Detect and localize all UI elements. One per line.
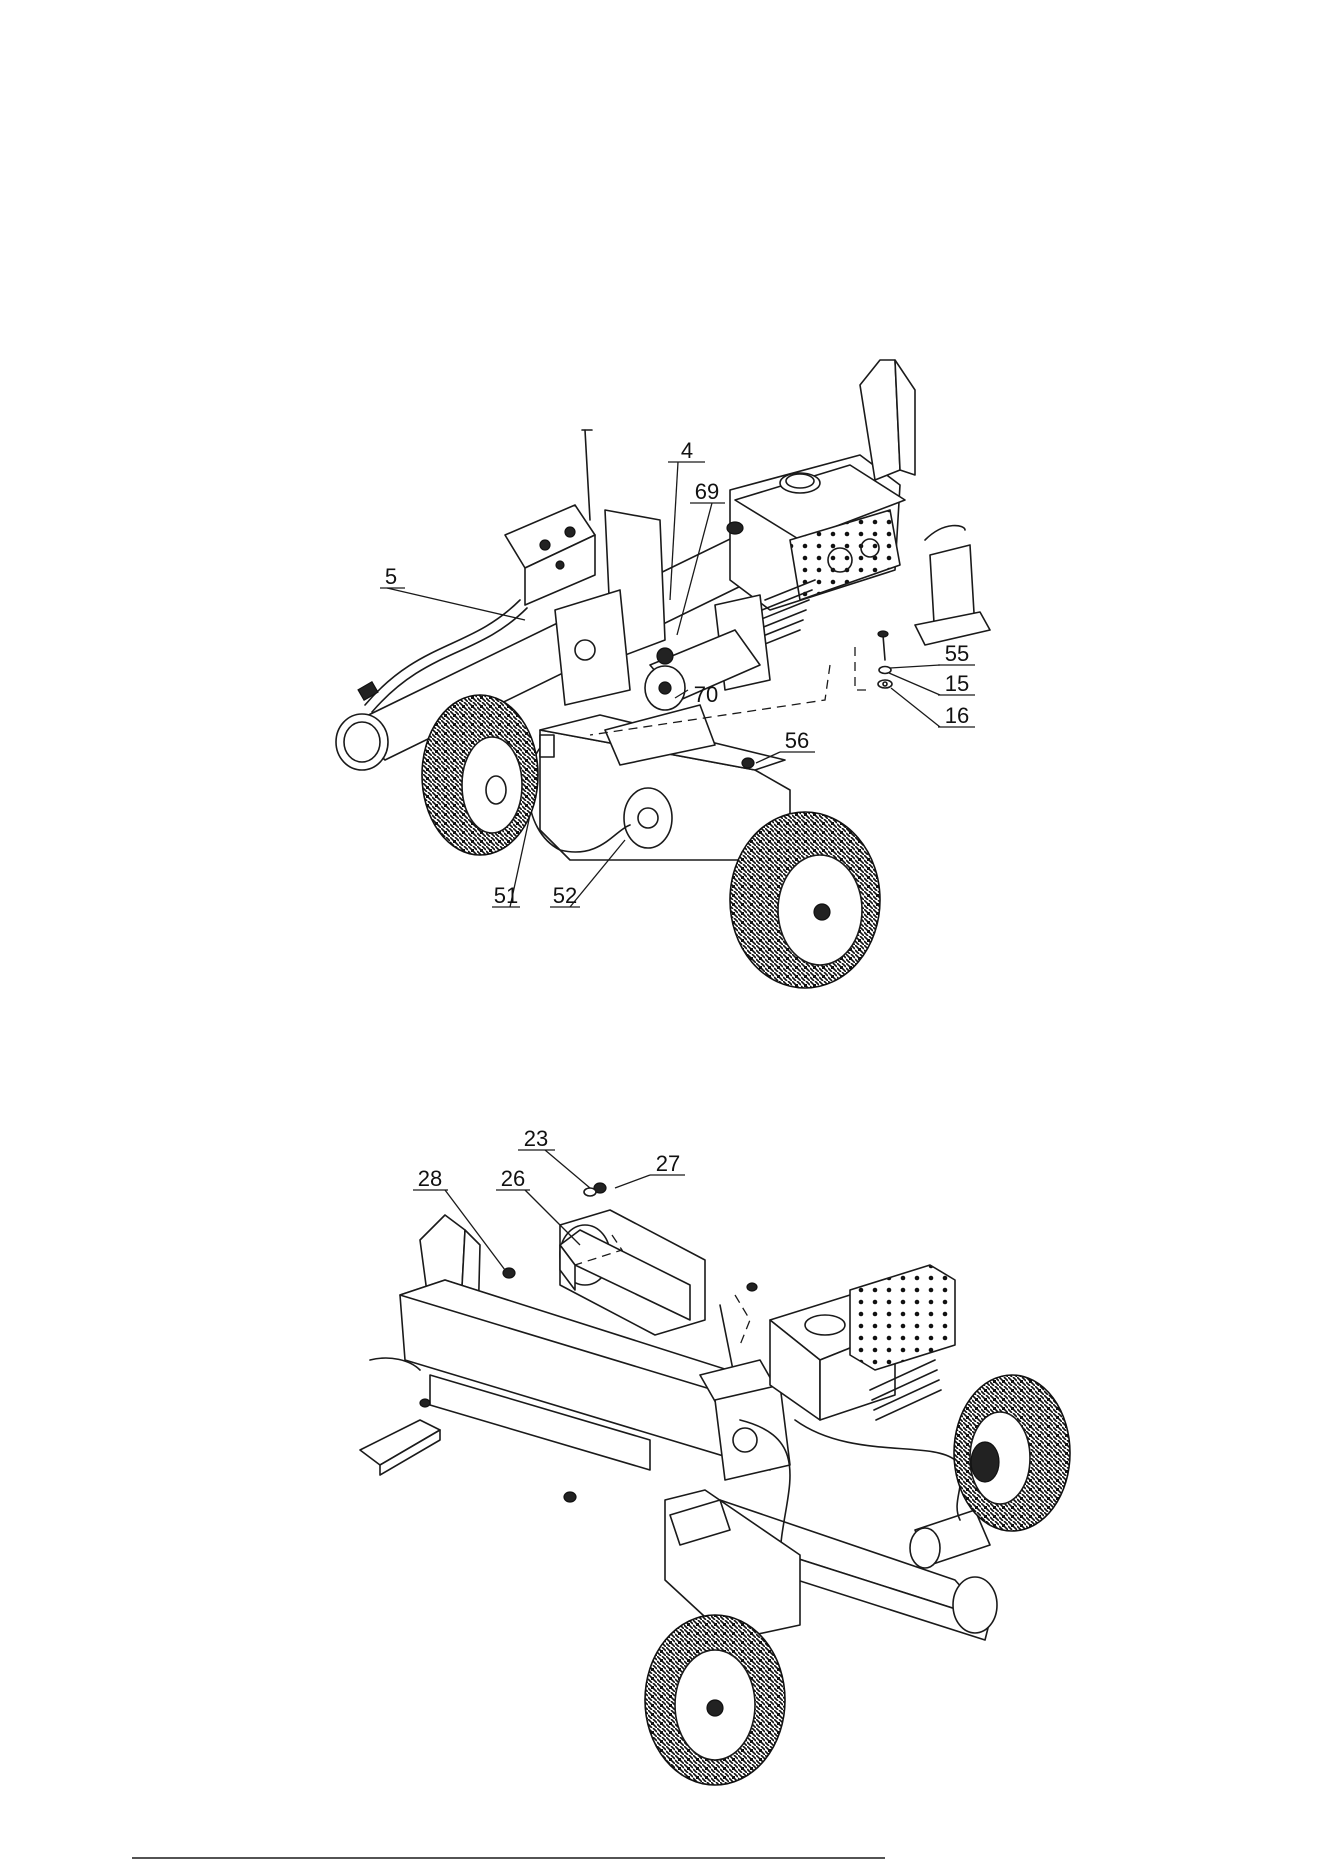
leader-23 <box>545 1150 590 1188</box>
bolt-lower <box>564 1492 576 1502</box>
hose-rear <box>795 1420 961 1520</box>
control-valve <box>505 430 595 605</box>
engine-bottom <box>770 1265 955 1420</box>
callout-4: 4 <box>681 438 693 463</box>
callout-5: 5 <box>385 564 397 589</box>
bolt-set-55-15-16 <box>878 631 892 688</box>
callout-69: 69 <box>695 479 719 504</box>
callout-26: 26 <box>501 1166 525 1191</box>
assembly-dashed-bolts <box>855 647 870 690</box>
leader-26 <box>525 1190 580 1245</box>
callout-56: 56 <box>785 728 809 753</box>
log-splitter-bottom-view: 23 27 28 26 <box>360 1126 1070 1785</box>
wheel-left <box>422 695 538 855</box>
bolt-left <box>420 1399 430 1407</box>
wheel-right <box>730 812 880 988</box>
foot-handle <box>360 1358 440 1475</box>
leader-55 <box>890 665 940 668</box>
wheel-front <box>645 1615 785 1785</box>
callout-55: 55 <box>945 641 969 666</box>
hose-fitting <box>358 682 378 700</box>
callout-51: 51 <box>494 883 518 908</box>
nut-56 <box>742 758 754 768</box>
callout-16: 16 <box>945 703 969 728</box>
callout-28: 28 <box>418 1166 442 1191</box>
callout-70: 70 <box>694 682 718 707</box>
bolt-top <box>747 1283 757 1291</box>
callout-15: 15 <box>945 671 969 696</box>
leader-16 <box>891 688 940 727</box>
wheel-rear <box>954 1375 1070 1531</box>
assembly-dashed-lever <box>735 1295 750 1345</box>
callout-23: 23 <box>524 1126 548 1151</box>
callout-27: 27 <box>656 1151 680 1176</box>
washer-23 <box>584 1188 596 1196</box>
callout-52: 52 <box>553 883 577 908</box>
leader-5 <box>387 588 525 620</box>
hose-clamp <box>540 735 554 757</box>
log-splitter-top-view: 4 69 5 55 15 16 70 56 51 52 <box>336 360 990 988</box>
leader-27 <box>615 1175 650 1188</box>
